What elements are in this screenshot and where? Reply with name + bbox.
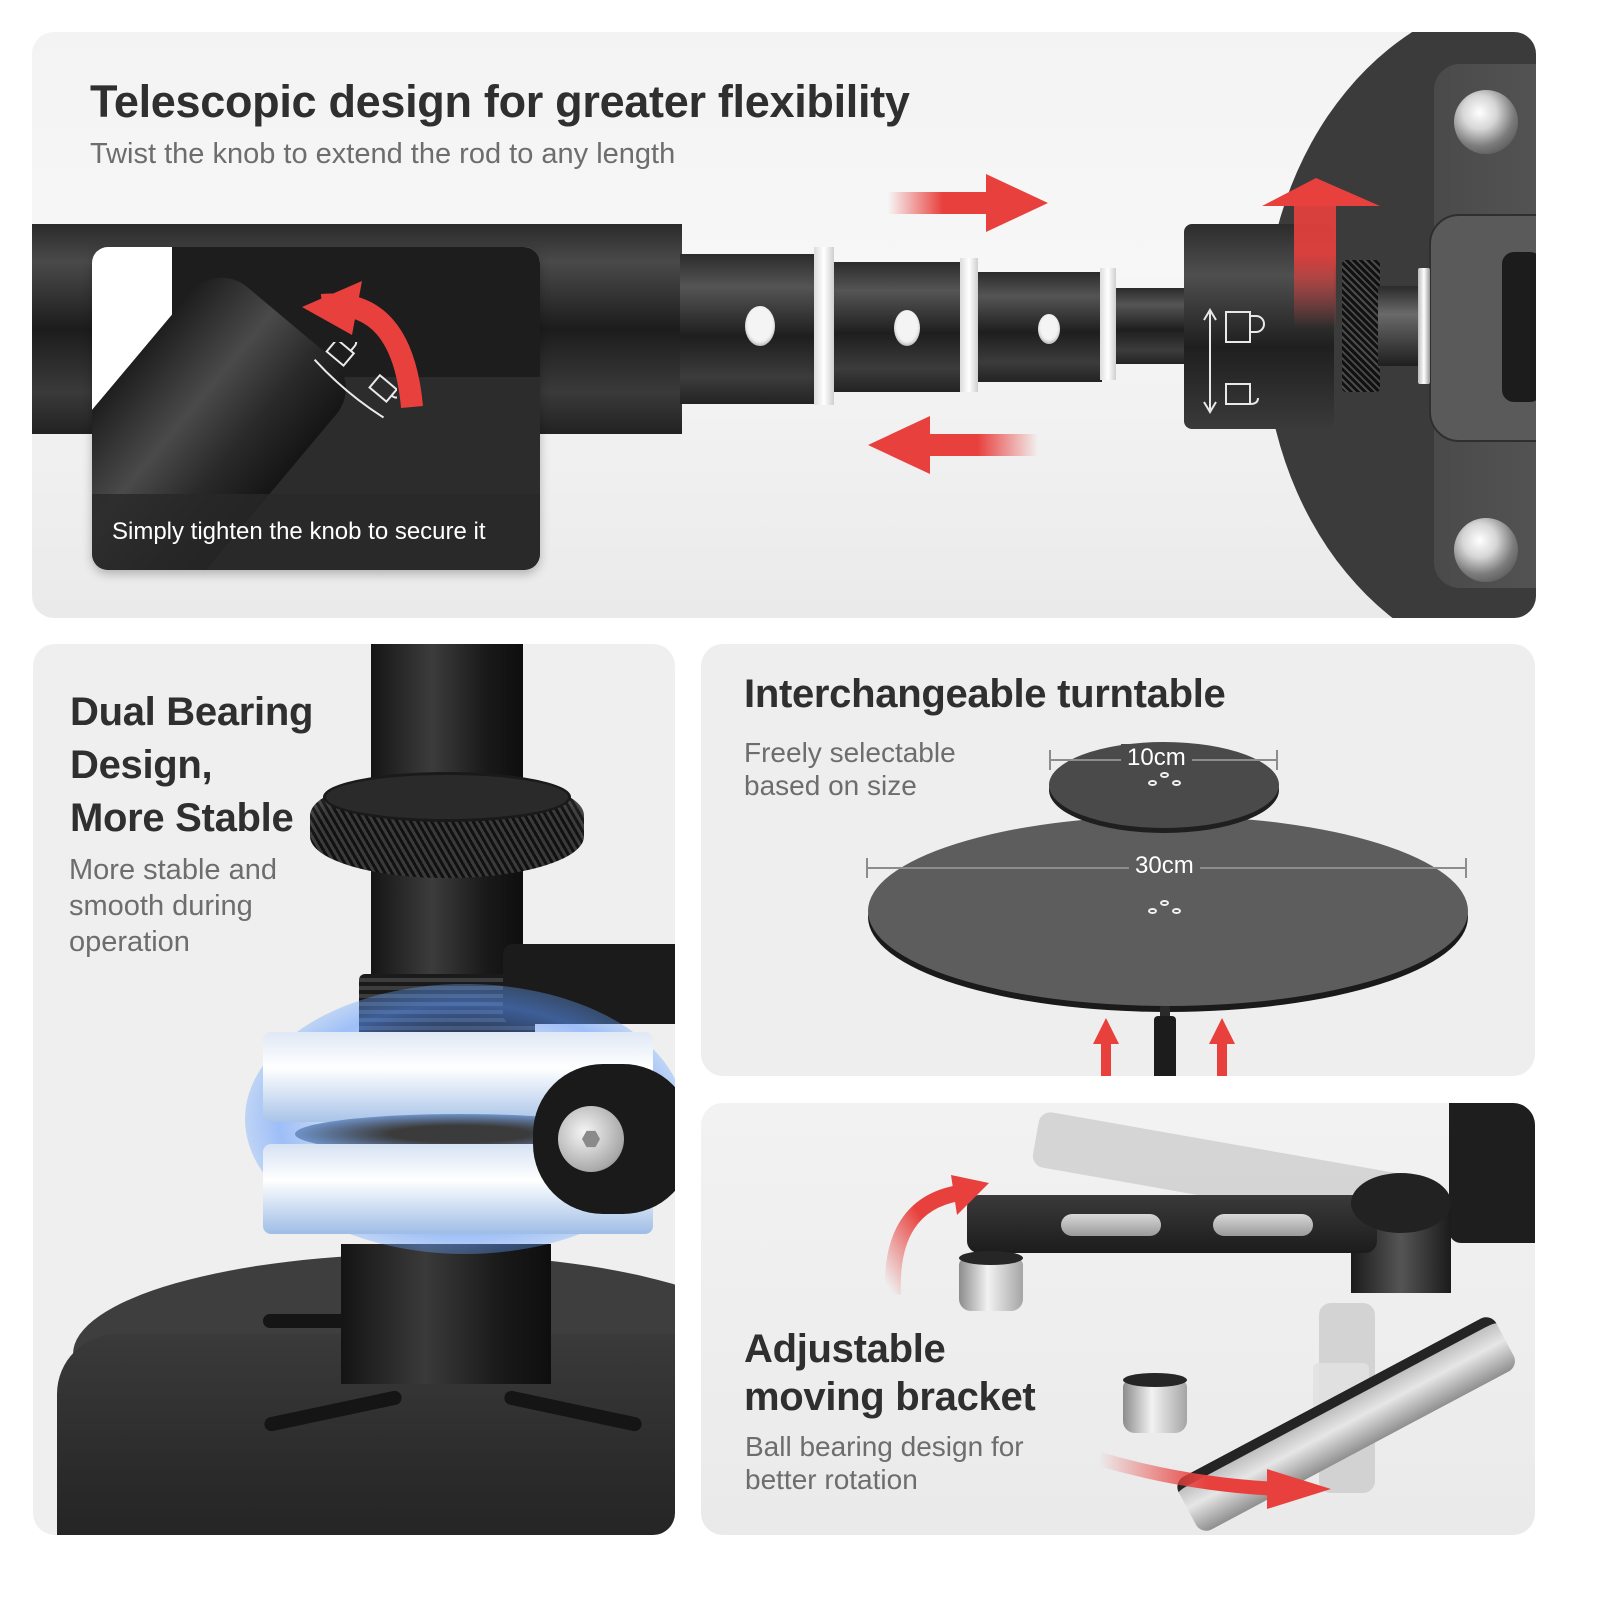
screw-bottom: [1454, 518, 1518, 582]
dimension-tick: [866, 858, 868, 878]
large-turntable-disc: [868, 816, 1468, 1006]
screw-top: [1454, 90, 1518, 154]
small-disc-size-label: 10cm: [1121, 744, 1192, 772]
knurled-ring-top: [323, 772, 571, 822]
knurled-knob: [1342, 260, 1380, 392]
dimension-tick: [1465, 858, 1467, 878]
dimension-tick: [1276, 750, 1278, 770]
telescopic-design-panel: Simply tighten the knob to secure it Tel…: [32, 32, 1536, 618]
up-arrow-icon: [1209, 1018, 1235, 1076]
bracket-arm-upper: [967, 1195, 1377, 1253]
inset-caption-bar: [92, 494, 540, 570]
mount-holes-icon: [1148, 772, 1184, 788]
extend-right-arrow-icon: [888, 174, 1048, 232]
knob-shaft: [1378, 286, 1422, 366]
bracket-title: Adjustable moving bracket: [744, 1327, 1036, 1419]
bracket-foot: [959, 1251, 1023, 1311]
curved-up-arrow-icon: [884, 1175, 989, 1295]
bracket-foot: [1123, 1373, 1187, 1433]
clamp-mount-opening: [1502, 252, 1536, 402]
inset-caption: Simply tighten the knob to secure it: [112, 518, 486, 545]
turntable-title: Interchangeable turntable: [744, 672, 1226, 716]
telescopic-subtitle: Twist the knob to extend the rod to any …: [90, 138, 676, 170]
twist-up-arrow-icon: [1262, 178, 1380, 328]
large-disc-size-label: 30cm: [1129, 852, 1200, 880]
pivot-cap: [1351, 1173, 1451, 1233]
vertical-post: [1449, 1103, 1535, 1243]
dual-bearing-title: Dual Bearing Design, More Stable: [70, 690, 314, 840]
dual-bearing-subtitle: More stable and smooth during operation: [69, 854, 277, 958]
up-arrow-icon: [1093, 1018, 1119, 1076]
moving-bracket-panel: Adjustable moving bracket Ball bearing d…: [701, 1103, 1535, 1535]
spindle-tip: [1160, 1006, 1170, 1020]
arm-slot: [1061, 1214, 1161, 1236]
bracket-subtitle: Ball bearing design for better rotation: [745, 1431, 1024, 1495]
lock-unlock-icon: [1203, 308, 1265, 414]
dimension-tick: [1049, 750, 1051, 770]
rotate-arrow-icon: [302, 281, 423, 409]
arm-slot: [1213, 1214, 1313, 1236]
spindle: [1154, 1016, 1176, 1076]
rod-ring-3: [1100, 268, 1116, 380]
turntable-panel: 10cm 30cm Interchangeable turntable Free…: [701, 644, 1535, 1076]
pole-lower: [341, 1244, 551, 1384]
knob-detail-inset: Simply tighten the knob to secure it: [92, 247, 540, 570]
rod-segment-4: [1116, 288, 1186, 364]
retract-left-arrow-icon: [868, 416, 1038, 474]
telescopic-title: Telescopic design for greater flexibilit…: [90, 76, 910, 127]
rod-hole-3: [1038, 314, 1060, 344]
knob-washer: [1418, 268, 1430, 384]
inset-lock-icon: [313, 342, 397, 419]
hex-bolt-icon: [558, 1106, 624, 1172]
turntable-subtitle: Freely selectable based on size: [744, 737, 956, 801]
rod-ring-1: [814, 247, 834, 405]
rod-hole-2: [894, 310, 920, 346]
curved-right-arrow-icon: [1099, 1452, 1331, 1509]
rod-ring-2: [960, 258, 978, 392]
rod-hole-1: [745, 306, 775, 346]
dual-bearing-panel: Dual Bearing Design, More Stable More st…: [33, 644, 675, 1535]
mount-holes-icon: [1148, 900, 1184, 916]
